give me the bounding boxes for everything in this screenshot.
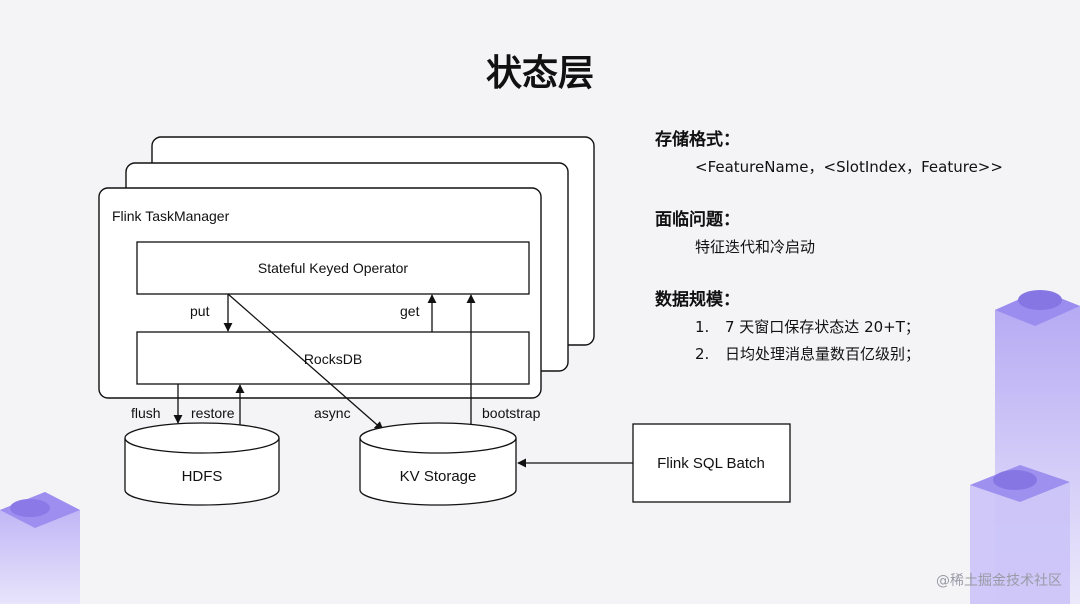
decor-cubes-right — [970, 290, 1080, 604]
list-item-text: 7 天窗口保存状态达 20+T； — [725, 318, 920, 336]
issues-section: 面临问题： 特征迭代和冷启动 — [655, 205, 1065, 257]
flush-label: flush — [131, 405, 161, 421]
page-title: 状态层 — [485, 53, 594, 94]
list-item-number: 1. — [695, 318, 710, 336]
issues-value: 特征迭代和冷启动 — [695, 238, 816, 256]
watermark: @稀土掘金技术社区 — [936, 573, 1062, 589]
flink-sql-batch-label: Flink SQL Batch — [657, 455, 765, 472]
decor-cubes-left — [0, 492, 80, 604]
storage-format-heading: 存储格式： — [655, 130, 740, 150]
kv-storage-cylinder — [359, 422, 517, 506]
rocksdb-box — [136, 331, 530, 385]
put-label: put — [190, 303, 210, 319]
kv-storage-label: KV Storage — [400, 468, 477, 485]
async-arrow — [227, 293, 384, 431]
operator-label: Stateful Keyed Operator — [258, 260, 409, 276]
restore-label: restore — [191, 405, 235, 421]
async-label: async — [314, 405, 351, 421]
issues-heading: 面临问题： — [655, 210, 740, 230]
hdfs-label: HDFS — [182, 468, 223, 485]
storage-format-section: 存储格式： <FeatureName，<SlotIndex，Feature>> — [655, 125, 1065, 177]
info-panel: 存储格式： <FeatureName，<SlotIndex，Feature>> … — [655, 125, 1065, 392]
list-item-number: 2. — [695, 345, 710, 363]
hdfs-cylinder — [124, 422, 280, 506]
storage-format-value: <FeatureName，<SlotIndex，Feature>> — [695, 158, 1003, 176]
rocksdb-label: RocksDB — [304, 351, 362, 367]
scale-heading: 数据规模： — [655, 290, 740, 310]
list-item-text: 日均处理消息量数百亿级别； — [725, 345, 921, 363]
get-label: get — [400, 303, 420, 319]
taskmanager-label: Flink TaskManager — [112, 208, 230, 224]
list-item: 2. 日均处理消息量数百亿级别； — [695, 343, 1065, 364]
bootstrap-label: bootstrap — [482, 405, 541, 421]
scale-section: 数据规模： 1. 7 天窗口保存状态达 20+T； 2. 日均处理消息量数百亿级别； — [655, 285, 1065, 364]
flink-sql-batch-box — [632, 423, 791, 503]
list-item: 1. 7 天窗口保存状态达 20+T； — [695, 316, 1065, 337]
operator-box — [136, 241, 530, 295]
